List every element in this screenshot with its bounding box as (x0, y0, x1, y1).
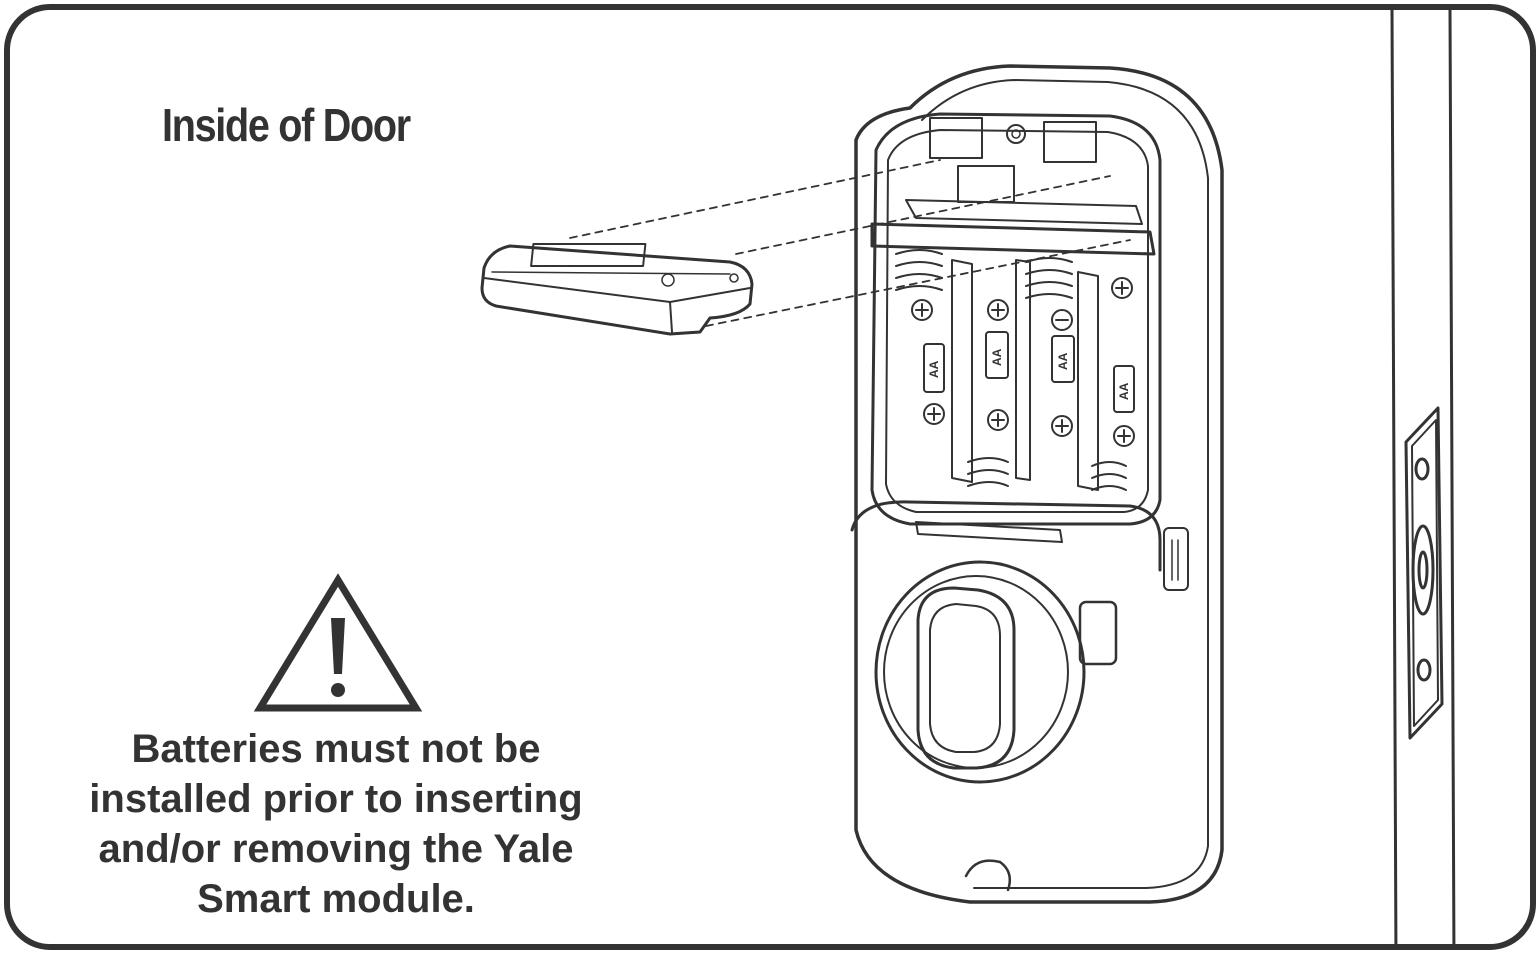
yale-smart-module (480, 243, 754, 336)
warning-message: Batteries must not be installed prior to… (50, 724, 622, 924)
warning-line: Batteries must not be (131, 727, 541, 771)
exclamation-mark (331, 618, 345, 697)
page-title: Inside of Door (162, 99, 411, 151)
door-edge (1390, 10, 1456, 944)
insertion-guide-lines (569, 159, 1131, 327)
warning-line: Smart module. (197, 877, 475, 921)
battery-label-2: AA (990, 348, 1004, 366)
warning-line: installed prior to inserting (89, 777, 583, 821)
battery-label-3: AA (1056, 352, 1070, 370)
battery-polarity-marks (911, 277, 1135, 447)
diagram-frame: AA AA AA AA Inside of Door Batteries mus… (4, 4, 1536, 950)
battery-label-1: AA (927, 360, 941, 378)
lock-illustration: AA AA AA AA (253, 10, 1456, 944)
warning-line: and/or removing the Yale (98, 827, 574, 871)
lock-body (850, 64, 1224, 904)
battery-label-4: AA (1117, 382, 1131, 400)
warning-triangle-icon (253, 573, 423, 712)
